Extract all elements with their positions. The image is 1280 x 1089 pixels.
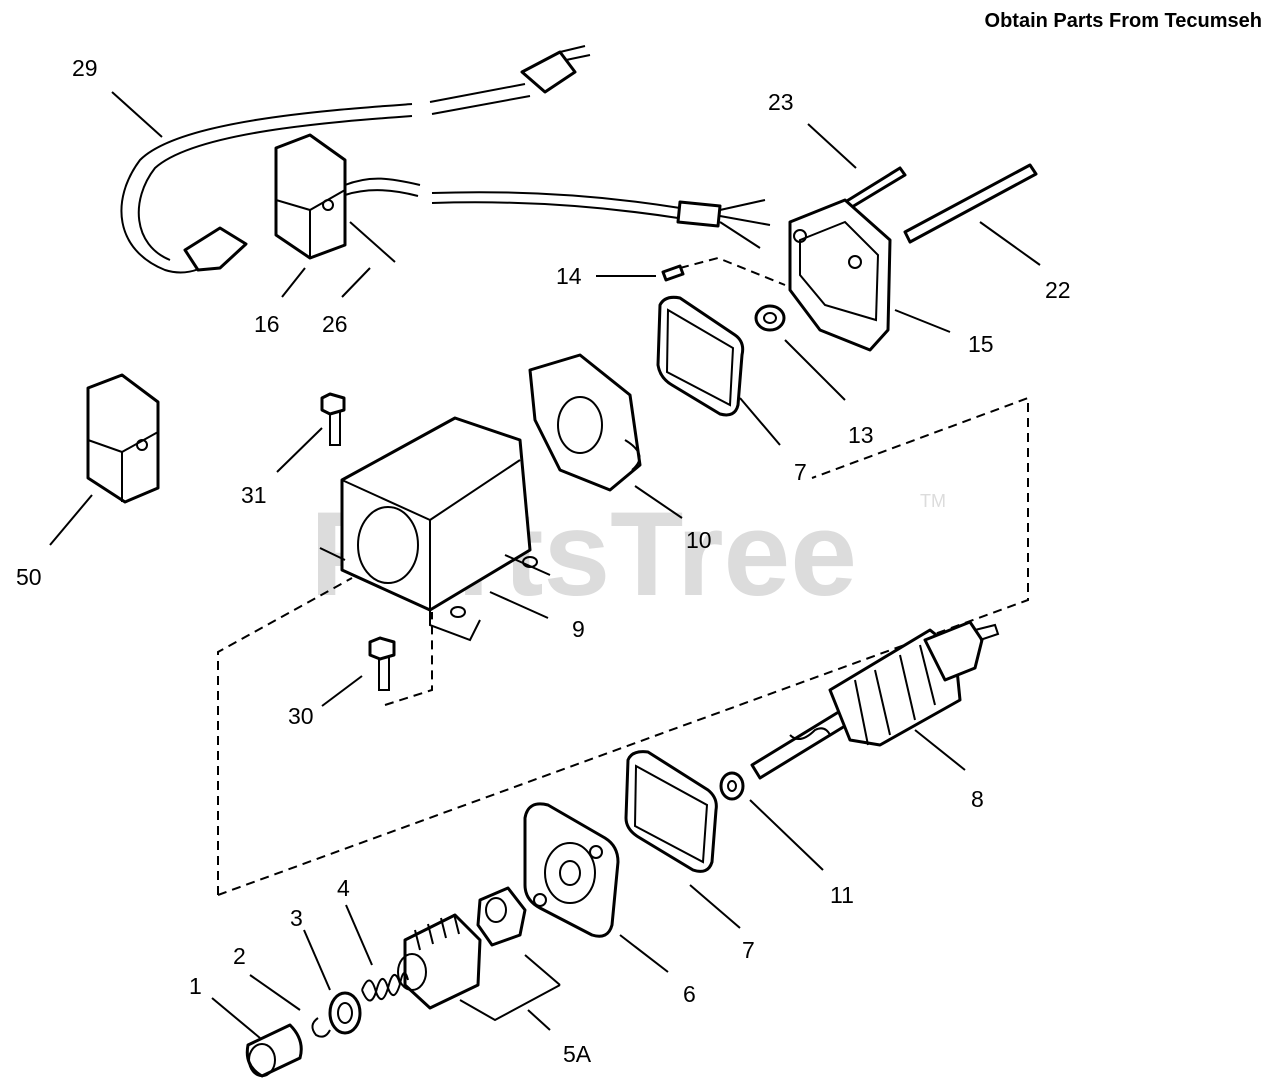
screw-26 [349,221,396,263]
callout-13: 13 [848,422,874,448]
clip-2 [311,1017,331,1038]
callout-16: 16 [254,311,280,337]
gasket-7-upper [656,295,745,417]
callout-26: 26 [322,311,348,337]
callout-3: 3 [290,905,303,931]
spring-4 [361,972,409,1002]
leader-50 [49,494,93,546]
callout-4: 4 [337,875,350,901]
through-bolt-22 [903,163,1038,244]
collar-3 [328,991,362,1035]
callout-8: 8 [971,786,984,812]
leader-6 [619,934,669,973]
leader-30 [321,675,363,707]
nut-13 [754,304,786,332]
callout-11: 11 [830,882,854,908]
callout-15: 15 [968,331,994,357]
leader-15 [894,309,951,333]
source-note: Obtain Parts From Tecumseh [984,10,1262,32]
bracket-5a [459,954,561,1022]
callout-14: 14 [556,263,582,289]
callout-29: 29 [72,55,98,81]
end-cap-15 [788,198,892,352]
leader-23 [807,123,857,169]
screw-14-guide [679,256,786,286]
leader-26 [341,267,371,298]
callout-30: 30 [288,703,314,729]
leader-7a [739,397,781,446]
leader-11 [749,799,824,871]
leader-3 [303,929,331,991]
washer-11 [719,771,745,801]
harness-connector [676,200,722,228]
brush-plate-10 [528,353,642,492]
callout-10: 10 [686,527,712,553]
callout-6: 6 [683,981,696,1007]
callout-50: 50 [16,564,42,590]
callout-22: 22 [1045,277,1071,303]
leader-31 [276,427,323,473]
leader-4 [345,904,373,966]
leader-2 [249,974,301,1011]
screw-30 [368,636,396,691]
motor-housing-9 [319,416,551,642]
callout-2: 2 [233,943,246,969]
leader-22 [979,221,1041,266]
armature-8 [750,620,1000,780]
callout-31: 31 [241,482,267,508]
callout-7b: 7 [742,937,755,963]
harness-wire [431,191,681,219]
leader-16 [281,267,306,298]
leader-10 [634,485,683,519]
switch-box-16 [274,133,421,260]
assembly-outline [217,396,1029,896]
cap-1 [245,1023,303,1078]
callout-7a: 7 [794,459,807,485]
end-cap-6 [523,802,620,938]
leader-29 [111,91,163,138]
callout-9: 9 [572,616,585,642]
switch-box-50 [86,373,160,504]
screw-31 [320,392,346,446]
screw-14 [661,264,685,282]
leader-1 [211,997,261,1039]
leader-13 [784,339,846,401]
callout-5a: 5A [563,1041,592,1067]
drive-assembly-5a [397,886,527,1010]
power-cord [120,45,591,274]
leader-9 [489,591,549,619]
leader-7b [689,884,741,929]
callout-1: 1 [189,973,202,999]
harness-leads [719,199,771,249]
watermark-tm: TM [920,491,946,511]
callout-23: 23 [768,89,794,115]
screw-23 [840,166,907,212]
gasket-7-lower [624,750,718,873]
leader-5a [527,1009,551,1031]
screw-30-guide [384,612,433,706]
leader-8 [914,729,966,771]
